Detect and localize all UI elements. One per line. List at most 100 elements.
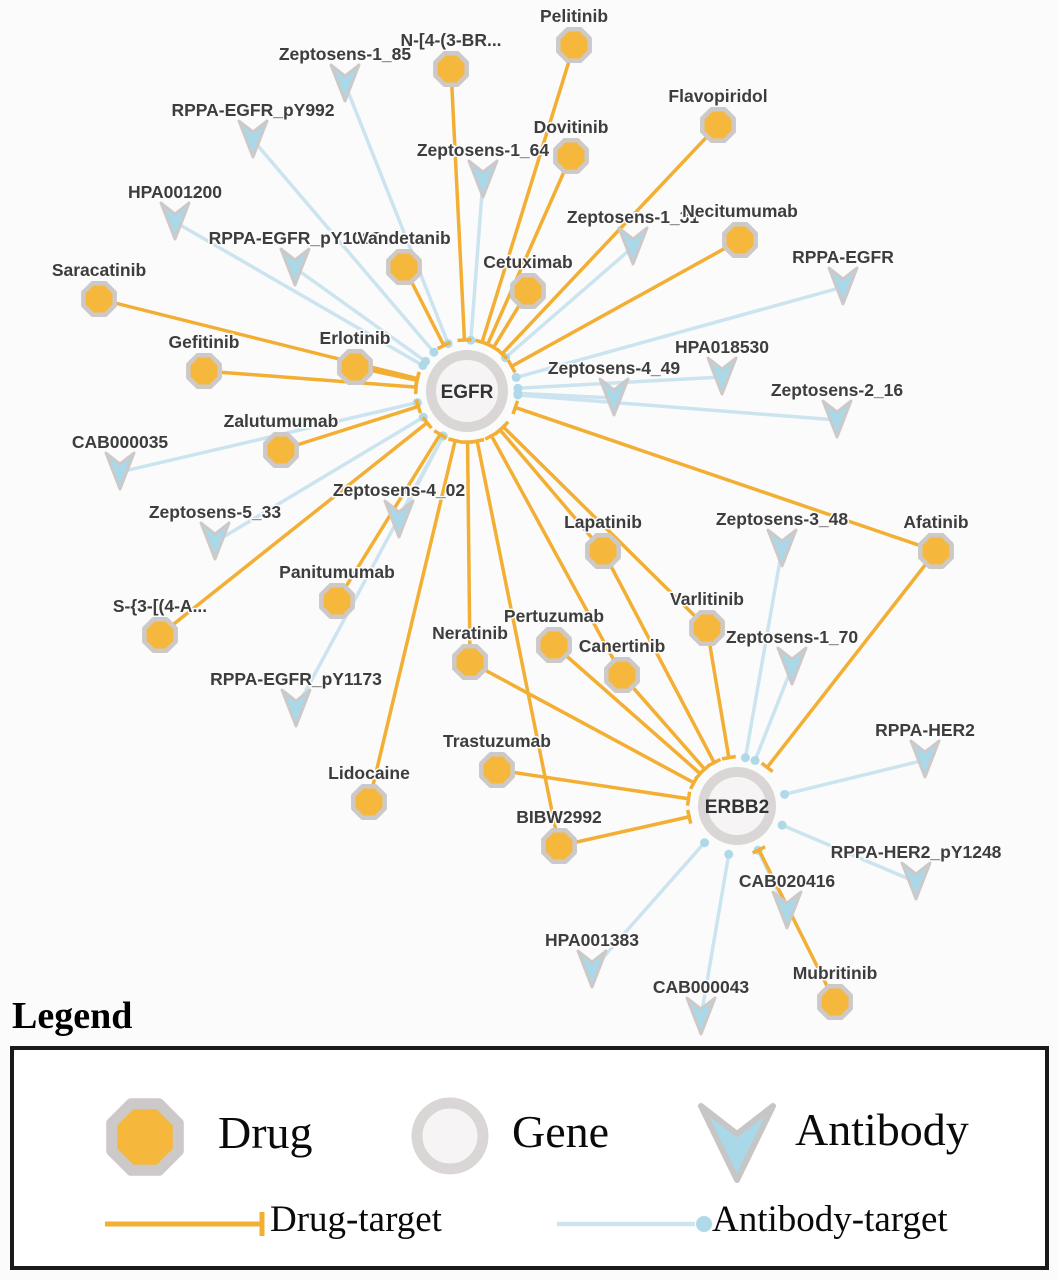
node-label: Erlotinib: [320, 328, 391, 348]
antibody-node-Zeptosens-1_85[interactable]: [329, 63, 361, 103]
drug-icon-shape: [106, 1098, 184, 1176]
node-label: N-[4-(3-BR...: [400, 30, 501, 50]
inhibition-tick: [447, 437, 463, 444]
drug-node-Zalutumumab[interactable]: [263, 432, 299, 468]
inhibition-tick: [469, 437, 485, 445]
inhibition-tick: [698, 763, 712, 776]
antibody-target-edge: [174, 220, 424, 367]
antibody-node-RPPA-EGFR[interactable]: [827, 266, 859, 306]
drug-node-Trastuzumab[interactable]: [479, 752, 515, 788]
drug-target-edge: [489, 434, 624, 676]
antibody-node-HPA001383[interactable]: [576, 949, 608, 989]
drug-node-Panitumumab[interactable]: [319, 583, 355, 619]
antibody-node-CAB020416[interactable]: [771, 890, 803, 930]
inhibition-tick: [484, 430, 499, 441]
antibody-edges-layer: [119, 83, 926, 1018]
antibody-node-HPA001200[interactable]: [159, 201, 191, 241]
drug-node-Lapatinib[interactable]: [585, 533, 621, 569]
node-label: Lapatinib: [564, 512, 642, 532]
antibody-node-HPA018530[interactable]: [706, 356, 738, 396]
node-label: Zeptosens-1_85: [279, 44, 412, 64]
drug-target-edge: [486, 155, 573, 346]
drug-node-S-{3-[(4-A...[interactable]: [142, 617, 178, 653]
antibody-node-Zeptosens-2_16[interactable]: [821, 399, 853, 439]
antibody-node-RPPA-EGFR_pY1173[interactable]: [280, 688, 312, 728]
antibody-node-RPPA-EGFR_pY1068[interactable]: [279, 247, 311, 287]
node-label: HPA018530: [675, 337, 769, 357]
antibody-target-edge: [469, 179, 485, 341]
antibody-node-Zeptosens-1_70[interactable]: [776, 646, 808, 686]
antibody-target-edge: [504, 245, 635, 359]
edge-endpoint-dot: [724, 849, 734, 859]
antibody-target-edge-icon: [557, 1216, 712, 1232]
antibody-target-edge: [515, 285, 844, 380]
drug-node-Flavopiridol[interactable]: [700, 107, 736, 143]
node-label: Vandetanib: [357, 228, 450, 248]
node-label: RPPA-EGFR_pY1173: [210, 669, 382, 689]
node-label: RPPA-EGFR_pY992: [171, 100, 334, 120]
gene-node-EGFR[interactable]: [426, 350, 508, 432]
drug-target-edge: [705, 627, 731, 758]
gene-label: EGFR: [441, 382, 494, 403]
drug-node-Saracatinib[interactable]: [81, 281, 117, 317]
antibody-node-RPPA-EGFR_pY992[interactable]: [237, 119, 269, 159]
antibody-node-RPPA-HER2_pY1248[interactable]: [900, 861, 932, 901]
antibody-node-Zeptosens-5_33[interactable]: [199, 521, 231, 561]
gene-label: ERBB2: [705, 797, 769, 818]
gene-icon: [411, 1097, 489, 1175]
drug-node-Vandetanib[interactable]: [386, 249, 422, 285]
drug-node-Pertuzumab[interactable]: [536, 627, 572, 663]
antibody-node-Zeptosens-4_49[interactable]: [598, 377, 630, 417]
antibody-node-Zeptosens-1_64[interactable]: [467, 159, 499, 199]
node-label: Zeptosens-1_64: [417, 140, 550, 160]
node-label: Zeptosens-4_49: [548, 358, 681, 378]
labels-layer: Zeptosens-1_85RPPA-EGFR_pY992Zeptosens-1…: [50, 5, 1003, 999]
drug-target-edge: [601, 550, 716, 764]
drug-node-Necitumumab[interactable]: [722, 222, 758, 258]
drug-target-edge: [449, 68, 467, 341]
drug-target-edge: [620, 673, 706, 771]
drug-target-edge: [502, 425, 709, 630]
drug-target-edge: [280, 404, 419, 452]
node-label: Zeptosens-2_16: [771, 380, 904, 400]
inhibition-tick: [413, 373, 421, 388]
drug-target-edge: [757, 849, 837, 1003]
antibody-node-RPPA-HER2[interactable]: [909, 739, 941, 779]
antibody-node-CAB000043[interactable]: [685, 996, 717, 1036]
node-label: Saracatinib: [52, 260, 146, 280]
drug-node-Mubritinib[interactable]: [817, 984, 853, 1020]
node-label: RPPA-HER2: [875, 720, 975, 740]
drug-node-Dovitinib[interactable]: [553, 138, 589, 174]
inhibition-tick: [436, 340, 451, 351]
drug-node-Cetuximab[interactable]: [510, 273, 546, 309]
drug-node-Canertinib[interactable]: [604, 657, 640, 693]
drug-node-Afatinib[interactable]: [918, 533, 954, 569]
drug-node-Varlitinib[interactable]: [689, 610, 725, 646]
drug-node-Lidocaine[interactable]: [351, 784, 387, 820]
node-label: Zeptosens-1_70: [726, 627, 859, 647]
drug-node-BIBW2992[interactable]: [541, 828, 577, 864]
legend-title: Legend: [12, 995, 133, 1037]
drug-node-Pelitinib[interactable]: [556, 27, 592, 63]
antibody-node-CAB000035[interactable]: [104, 451, 136, 491]
drug-node-N-[4-(3-BR...[interactable]: [433, 51, 469, 87]
node-label: Trastuzumab: [443, 731, 551, 751]
antibody-target-edge: [699, 854, 731, 1018]
antibody-node-Zeptosens-1_31[interactable]: [617, 226, 649, 266]
node-label: Zalutumumab: [224, 411, 339, 431]
inhibition-tick: [689, 775, 699, 790]
antibody-target-edge: [590, 841, 706, 972]
node-label: Zeptosens-1_31: [567, 207, 700, 227]
antibody-target-edge: [343, 83, 450, 345]
node-label: RPPA-EGFR: [792, 247, 894, 267]
gene-node-ERBB2[interactable]: [698, 767, 776, 845]
node-label: CAB000043: [653, 977, 750, 997]
legend-box: Drug Gene Antibody Drug-target Antibody-…: [10, 1046, 1049, 1270]
antibody-node-Zeptosens-4_02[interactable]: [383, 499, 415, 539]
drug-target-edge: [558, 815, 690, 848]
antibody-node-Zeptosens-3_48[interactable]: [766, 528, 798, 568]
drug-node-Gefitinib[interactable]: [186, 353, 222, 389]
drug-node-Erlotinib[interactable]: [337, 349, 373, 385]
inhibition-tick: [433, 429, 448, 440]
drug-node-Neratinib[interactable]: [452, 644, 488, 680]
